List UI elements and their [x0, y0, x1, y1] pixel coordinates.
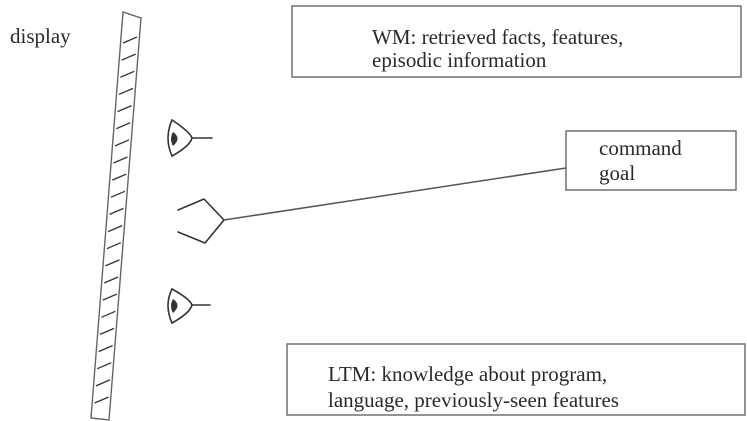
display-line-mark — [122, 36, 138, 44]
hand-to-goal-connector — [223, 167, 567, 221]
working-memory-line2: episodic information — [372, 48, 547, 72]
lower-eye-icon — [167, 288, 211, 324]
display-line-mark — [97, 362, 112, 370]
working-memory-box: WM: retrieved facts, features, episodic … — [291, 5, 742, 78]
display-line-mark — [105, 259, 120, 267]
display-line-mark — [94, 396, 109, 404]
display-line-mark — [98, 345, 113, 353]
display-line-mark — [103, 276, 119, 284]
long-term-memory-line2: language, previously-seen features — [328, 388, 619, 412]
upper-eye-icon — [167, 119, 213, 157]
display-line-mark — [121, 53, 136, 61]
display-line-mark — [120, 70, 135, 78]
display-line-mark — [111, 173, 127, 181]
long-term-memory-line1: LTM: knowledge about program, — [328, 362, 607, 386]
display-line-mark — [114, 139, 130, 147]
display-line-mark — [113, 156, 128, 164]
display-line-mark — [101, 310, 116, 318]
working-memory-line1: WM: retrieved facts, features, — [372, 25, 623, 49]
display-line-mark — [117, 105, 132, 113]
display-strip — [90, 11, 142, 421]
display-line-mark — [95, 379, 111, 387]
hand-icon — [177, 198, 225, 244]
display-line-mark — [102, 293, 117, 301]
goal-box-line1: command — [599, 136, 682, 160]
display-line-mark — [109, 207, 124, 215]
display-label: display — [10, 24, 71, 48]
display-line-mark — [107, 225, 123, 233]
display-line-mark — [99, 327, 115, 335]
goal-box-line2: goal — [599, 161, 635, 185]
display-line-mark — [118, 87, 134, 95]
display-line-mark — [106, 242, 122, 250]
long-term-memory-box: LTM: knowledge about program, language, … — [286, 343, 746, 416]
display-lines — [94, 36, 138, 404]
goal-box: command goal — [565, 130, 737, 191]
display-line-mark — [110, 190, 126, 198]
display-line-mark — [116, 122, 131, 130]
